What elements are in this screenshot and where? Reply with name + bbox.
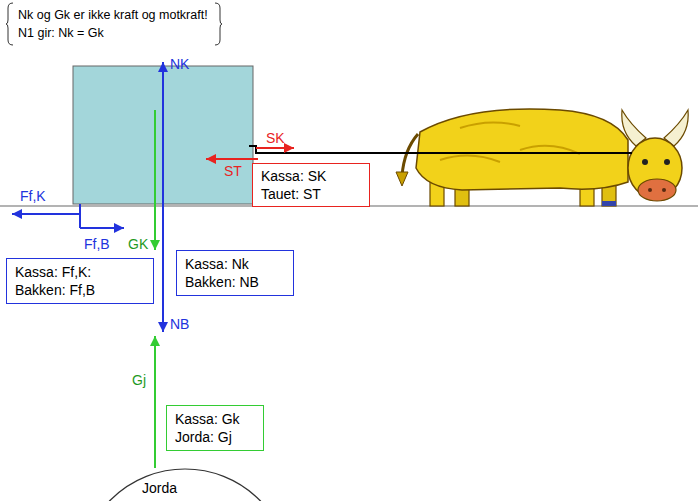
rope xyxy=(256,152,632,154)
legend-text: Kassa: Gk xyxy=(175,410,255,428)
force-arrow xyxy=(206,158,258,160)
force-label: GK xyxy=(128,236,148,252)
bracket-left xyxy=(6,3,13,45)
bracket-right xyxy=(215,3,222,45)
legend-text: Kassa: Ff,K: xyxy=(15,263,145,281)
legend-box: Kassa: NkBakken: NB xyxy=(176,250,294,296)
yak-illustration xyxy=(396,109,688,206)
legend-text: Bakken: Ff,B xyxy=(15,281,145,299)
legend-text: Jorda: Gj xyxy=(175,428,255,446)
force-label: Ff,K xyxy=(20,188,46,204)
legend-text: Bakken: NB xyxy=(185,273,285,291)
legend-text: Tauet: ST xyxy=(261,185,361,203)
force-label: NK xyxy=(170,56,189,72)
yak-hoof xyxy=(602,201,616,206)
earth-circle: Jorda xyxy=(79,468,291,501)
yak-eye xyxy=(642,159,648,165)
force-arrow xyxy=(154,110,156,250)
note-text: N1 gir: Nk = Gk xyxy=(18,24,210,42)
legend-text: Kassa: SK xyxy=(261,167,361,185)
yak-muzzle xyxy=(638,179,676,201)
note-text: Nk og Gk er ikke kraft og motkraft! xyxy=(18,6,210,24)
legend-text: Kassa: Nk xyxy=(185,255,285,273)
yak-fur xyxy=(440,122,580,162)
legend-box: Kassa: SKTauet: ST xyxy=(252,163,370,207)
earth-outline xyxy=(79,468,291,501)
force-label: NB xyxy=(170,316,189,332)
force-arrow xyxy=(256,147,294,149)
yak-nostril xyxy=(648,188,652,192)
force-label: Gj xyxy=(132,372,146,388)
force-arrow xyxy=(162,206,164,332)
force-arrow xyxy=(80,227,124,229)
yak-eye xyxy=(664,159,670,165)
yak-tail xyxy=(402,134,418,176)
earth-label: Jorda xyxy=(142,480,177,496)
force-label: SK xyxy=(266,130,285,146)
contact-marker xyxy=(79,204,81,228)
force-label: ST xyxy=(224,163,242,179)
yak-nostril xyxy=(662,188,666,192)
force-arrow xyxy=(154,336,156,468)
note-bracket: Nk og Gk er ikke kraft og motkraft!N1 gi… xyxy=(6,2,222,46)
yak-tail-tuft xyxy=(396,172,408,186)
earth-circle-shape xyxy=(80,469,290,501)
force-arrow xyxy=(12,213,80,215)
legend-box: Kassa: GkJorda: Gj xyxy=(166,405,264,451)
force-label: Ff,B xyxy=(84,236,110,252)
force-arrow xyxy=(162,62,164,206)
legend-box: Kassa: Ff,K:Bakken: Ff,B xyxy=(6,258,154,304)
rope-hook xyxy=(249,146,256,154)
yak-body xyxy=(416,109,628,190)
